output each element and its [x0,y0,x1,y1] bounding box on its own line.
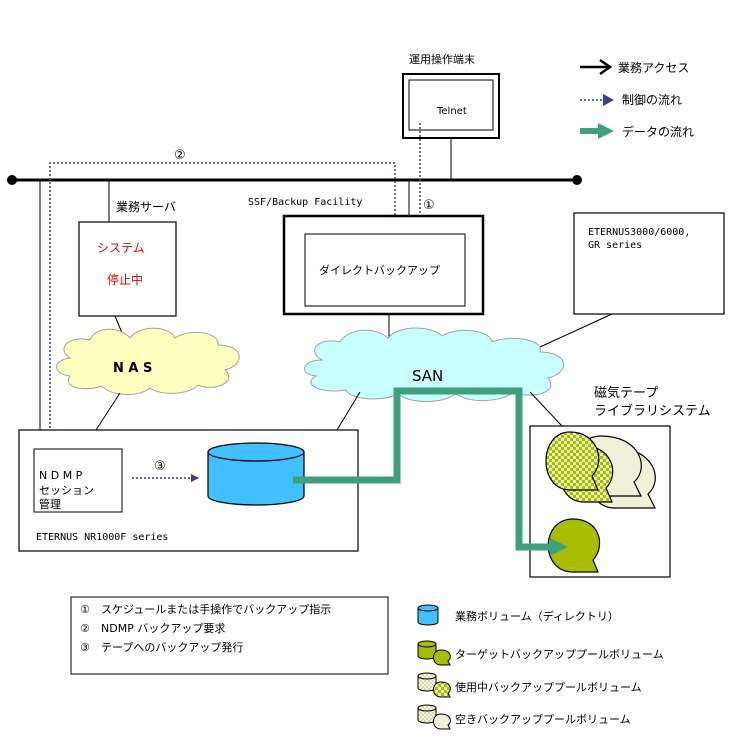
direct-backup-label: ダイレクトバックアップ [319,263,440,277]
tape-title-line1: 磁気テープ [594,385,658,401]
legend-business-access: 業務アクセス [580,58,689,76]
ndmp-session-box [33,448,123,513]
in-use-tape-group-icon [545,431,614,503]
ndmp-line2: セッション [39,484,94,497]
legend-in-use-pool: 使用中バックアッププールボリューム [417,672,642,698]
server-status-line2: 停止中 [107,272,143,287]
terminal-title: 運用操作端末 [409,52,475,66]
legend-control-flow: 制御の流れ [580,92,682,107]
notes-box [70,596,389,675]
note-1-text: スケジュールまたは手操作でバックアップ指示 [101,602,331,616]
server-status-line1: システム [97,241,145,255]
legend-data-flow: データの流れ [580,123,694,139]
san-cloud [304,327,565,402]
nas-cloud [56,327,240,395]
ssf-title: SSF/Backup Facility [248,197,362,208]
terminal-screen [408,79,494,131]
business-volume-icon [417,604,439,612]
target-pool-tape-icon [433,649,451,666]
data-flow-arrow-head-icon [550,538,568,556]
eternus-storage-line2: GR series [588,240,642,251]
free-pool-tape-icon [433,713,451,730]
lan-bus-end-left-icon [7,175,17,185]
black-arrow-head-icon [599,58,613,76]
terminal-screen-label: Telnet [436,106,467,117]
legend-business-volume: 業務ボリューム（ディレクトリ） [417,604,619,626]
in-use-pool-tape-icon [433,681,451,698]
legend-data-flow-label: データの流れ [622,124,694,139]
legend-free-pool-label: 空きバックアッププールボリューム [455,712,631,726]
business-server-box [78,221,177,317]
nr1000f-label: ETERNUS NR1000F series [36,532,168,543]
san-tape-connector [529,391,563,427]
eternus-storage-box [573,212,725,315]
legend-in-use-pool-label: 使用中バックアッププールボリューム [455,681,642,694]
dotted-arrow-head-icon [603,94,614,106]
step-2-control-arrow [46,162,396,451]
step-3-marker: ③ [154,459,166,474]
server-title: 業務サーバ [116,200,176,214]
nas-label: N A S [113,361,152,376]
step-2-marker: ② [174,148,186,163]
note-3-num: ③ [80,641,90,654]
ndmp-line1: N D M P [39,469,83,482]
san-label: SAN [412,367,443,385]
legend-target-pool: ターゲットバックアッププールボリューム [417,640,664,666]
data-flow-path [293,387,554,551]
note-1-num: ① [80,603,90,616]
lan-bus-end-right-icon [572,175,582,185]
direct-backup-box [304,233,466,307]
san-nr1000f-connector [336,391,361,431]
legend-target-pool-label: ターゲットバックアッププールボリューム [455,648,664,661]
note-3-text: テープへのバックアップ発行 [101,640,243,654]
tape-title-line2: ライブラリシステム [594,403,711,419]
business-volume-cylinder-icon [207,442,305,506]
note-2-text: NDMP バックアップ要求 [101,622,225,635]
eternus-storage-line1: ETERNUS3000/6000, [588,227,690,238]
target-tape-icon [547,518,601,573]
nas-nr1000f-connector [95,392,121,431]
legend-free-pool: 空きバックアッププールボリューム [417,704,631,730]
eternus-san-connector [539,313,613,348]
legend-business-volume-label: 業務ボリューム（ディレクトリ） [455,609,619,623]
data-arrow-head-icon [598,123,614,139]
note-2-num: ② [80,622,90,635]
step-1-marker: ① [423,198,435,213]
legend-control-flow-label: 制御の流れ [622,92,682,107]
legend-business-access-label: 業務アクセス [618,61,689,75]
ndmp-line3: 管理 [39,497,61,511]
